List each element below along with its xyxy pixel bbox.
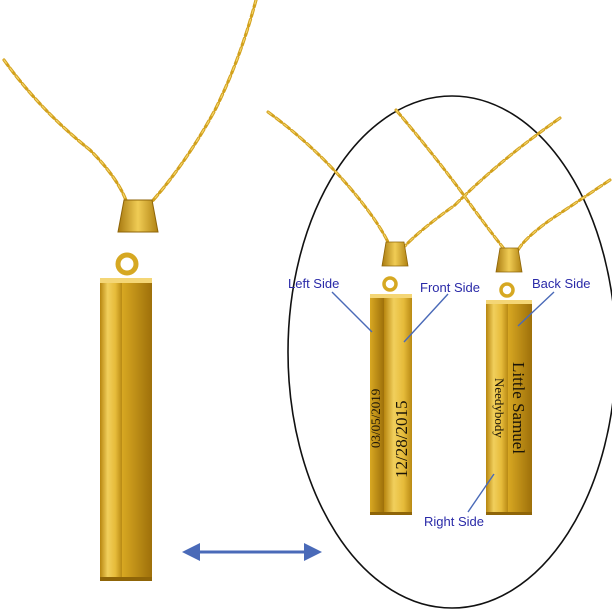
front-side-label: Front Side (420, 280, 480, 295)
back-side-label: Back Side (532, 276, 591, 291)
engraving-right-name: Needybody (492, 378, 507, 438)
main-bail (117, 199, 159, 233)
double-arrow (182, 543, 322, 561)
detail-chains (266, 108, 612, 252)
main-bar-side (122, 280, 152, 580)
engraving-front-date: 12/28/2015 (392, 400, 411, 478)
left-side-label: Left Side (288, 276, 340, 291)
main-pendant (100, 199, 159, 581)
pointer-lines (331, 291, 555, 513)
main-bar-front (100, 280, 122, 580)
main-necklace-chain (2, 0, 258, 208)
engraving-back-name: Little Samuel (509, 362, 528, 455)
right-side-label: Right Side (424, 514, 484, 529)
detail-pendant-back (486, 247, 532, 515)
detail-pendant-front (370, 241, 412, 515)
engraving-left-date: 03/05/2019 (368, 388, 383, 448)
detail-ellipse (287, 95, 612, 609)
main-jump-ring (115, 252, 139, 276)
